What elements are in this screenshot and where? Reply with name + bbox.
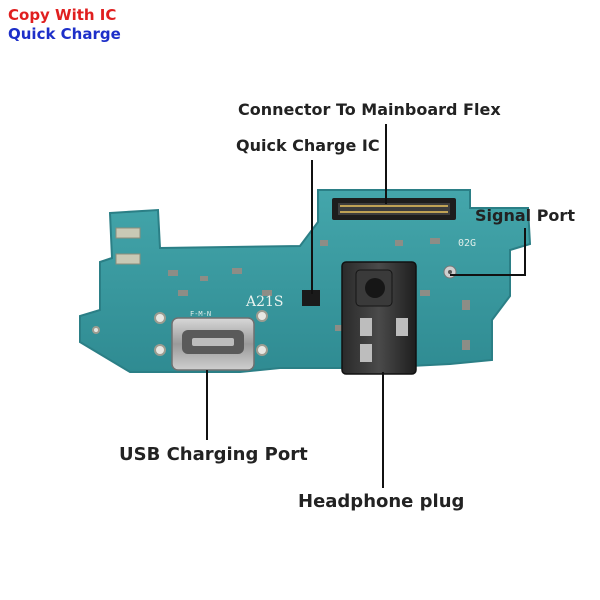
- leader-line-connector: [385, 124, 387, 204]
- label-headphone-plug: Headphone plug: [298, 491, 465, 512]
- badge-copy-with-ic: Copy With IC: [8, 6, 116, 25]
- badge-line2: Quick Charge: [8, 25, 121, 43]
- board-model-marking: A21S: [245, 294, 284, 310]
- pcb-board: [79, 189, 532, 375]
- label-usb-charging-port: USB Charging Port: [119, 444, 308, 465]
- board-02g-marking: 02G: [458, 238, 476, 249]
- label-signal-port: Signal Port: [475, 206, 575, 225]
- leader-line-signal-port-horizontal: [450, 274, 526, 276]
- leader-line-signal-port-vertical: [524, 228, 526, 276]
- badge-quick-charge: Quick Charge: [8, 25, 121, 44]
- leader-line-quick-charge-ic: [311, 160, 313, 294]
- label-connector-to-mainboard-flex: Connector To Mainboard Flex: [238, 100, 501, 119]
- leader-line-usb-port: [206, 370, 208, 440]
- label-quick-charge-ic: Quick Charge IC: [236, 136, 380, 155]
- leader-line-headphone: [382, 372, 384, 488]
- badge-line1: Copy With IC: [8, 6, 117, 24]
- usb-port-marking: F-M-N: [190, 310, 211, 318]
